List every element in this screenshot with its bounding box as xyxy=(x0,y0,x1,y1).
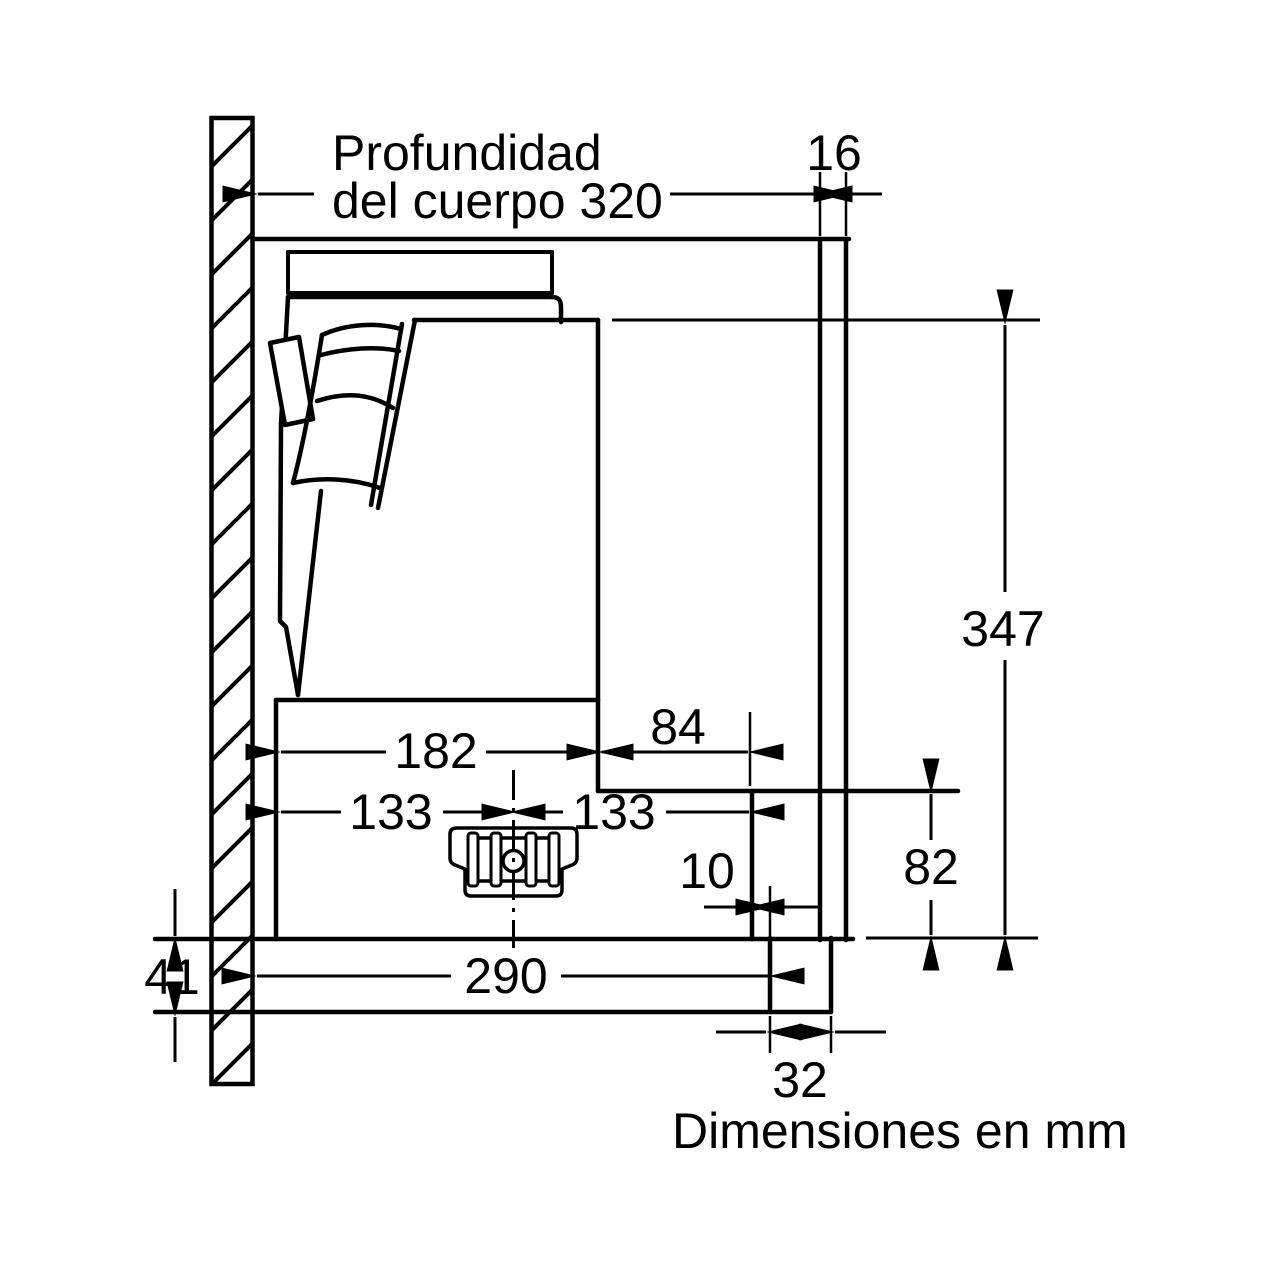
dim-chimney-width-label: 32 xyxy=(772,1052,828,1108)
flap-curve-2 xyxy=(318,346,402,358)
dim-base-depth: 290 xyxy=(221,948,805,1004)
dim-center-left-label: 133 xyxy=(349,784,432,840)
mounting-plate xyxy=(285,250,564,325)
dim-front-thickness-label: 16 xyxy=(806,125,862,181)
wall-hatch xyxy=(209,115,255,1087)
dim-body-depth-label-line1: Profundidad xyxy=(332,125,602,181)
panel-strip-inner xyxy=(368,321,405,508)
flap-bottom-edge xyxy=(290,477,383,491)
duct-connector xyxy=(448,770,579,948)
dim-base-height-label: 41 xyxy=(144,949,200,1005)
dim-rear-gap: 10 xyxy=(679,843,818,916)
dim-lower-height: 82 xyxy=(903,758,959,971)
dim-center-right-label: 133 xyxy=(572,784,655,840)
flap-curve-3 xyxy=(314,393,396,411)
panel-strip-outer xyxy=(375,317,418,511)
dim-body-depth: Profundidad del cuerpo 320 xyxy=(222,125,853,229)
support-bar xyxy=(267,334,316,428)
dim-rear-gap-label: 10 xyxy=(679,843,735,899)
dim-front-thickness: 16 xyxy=(756,125,882,236)
dim-chimney-width: 32 xyxy=(716,1016,886,1108)
dim-body-lower-width: 182 xyxy=(245,723,634,779)
dim-body-lower-width-label: 182 xyxy=(394,723,477,779)
units-note: Dimensiones en mm xyxy=(672,1103,1128,1159)
dim-base-depth-label: 290 xyxy=(464,948,547,1004)
dim-total-height-label: 347 xyxy=(961,601,1044,657)
dim-center-right: 133 xyxy=(481,784,785,840)
dim-base-height: 41 xyxy=(144,889,200,1062)
dim-lower-height-label: 82 xyxy=(903,839,959,895)
dim-step-width-label: 84 xyxy=(650,699,706,755)
flap-mechanism xyxy=(267,294,404,698)
dim-body-depth-label-line2: del cuerpo 320 xyxy=(332,173,663,229)
dim-total-height: 347 xyxy=(612,289,1045,971)
lower-front-edge xyxy=(295,488,324,698)
dim-center-left: 133 xyxy=(245,784,546,840)
flap-curve-1 xyxy=(319,322,404,338)
flap-left-boundary xyxy=(290,332,325,486)
